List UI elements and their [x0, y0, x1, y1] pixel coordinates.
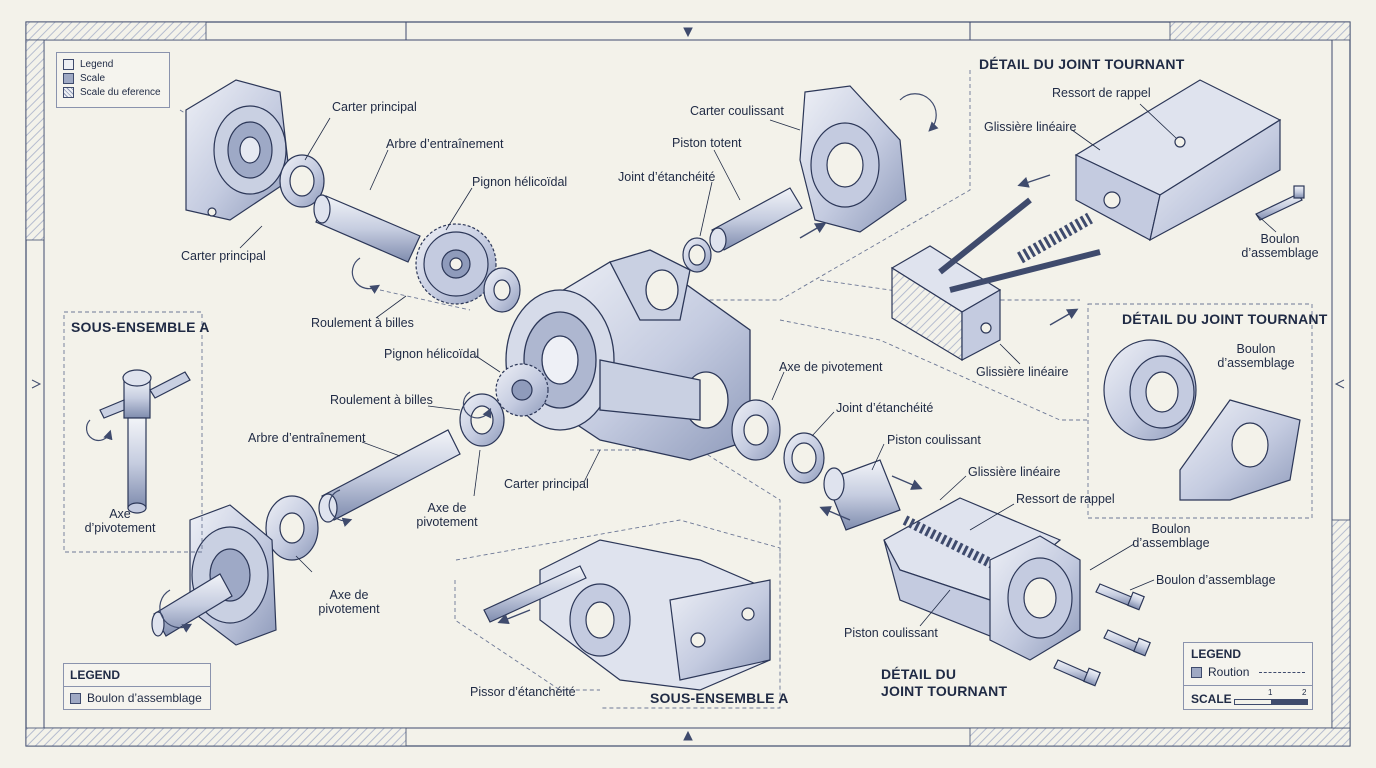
label-glissiere-lineaire: Glissière linéaire — [968, 465, 1061, 479]
label-boulon-assemblage: Boulon d’assemblage — [1241, 232, 1319, 260]
label-pignon-helicoidal: Pignon hélicoïdal — [472, 175, 568, 189]
title-sous-ensemble: SOUS-ENSEMBLE A — [71, 319, 210, 335]
label-glissiere-lineaire: Glissière linéaire — [976, 365, 1069, 379]
roulement-lower-part — [265, 495, 319, 561]
roulement-mid-part — [459, 393, 505, 447]
label-axe-pivotement: Axe de pivotement — [318, 588, 380, 616]
label-arbre-entrainement: Arbre d’entraînement — [248, 431, 366, 445]
roulement-washer-part — [483, 267, 521, 313]
title-sous-ensemble: SOUS-ENSEMBLE A — [650, 690, 789, 706]
label-ressort-rappel: Ressort de rappel — [1016, 492, 1115, 506]
label-ressort-rappel: Ressort de rappel — [1052, 86, 1151, 100]
arbre-top-part — [313, 194, 421, 263]
label-joint-etancheite: Joint d’étanchéité — [618, 170, 716, 184]
pignon-mid-part — [495, 363, 549, 417]
legend-top-item: Legend — [63, 57, 163, 71]
detail-joint-bottom-part — [883, 497, 1081, 661]
legend-top: Legend Scale Scale du eference — [56, 52, 170, 108]
label-boulon-assemblage: Boulon d’assemblage — [1217, 342, 1295, 370]
detail-joint-right-part — [1103, 339, 1301, 501]
detail-boxes — [63, 303, 1313, 709]
legend-top-label: Legend — [80, 58, 114, 70]
label-pissor-etancheite: Pissor d’étanchéité — [470, 685, 576, 699]
title-detail-joint: JOINT TOURNANT — [881, 683, 1008, 699]
scale-tick: 2 — [1302, 688, 1307, 697]
legend-title: LEGEND — [64, 664, 210, 687]
legend-swatch-icon — [70, 692, 81, 704]
legend-item-label: Boulon d’assemblage — [87, 691, 202, 705]
label-arbre-entrainement: Arbre d’entraînement — [386, 137, 504, 151]
flange-lower-part — [151, 504, 277, 646]
scale-label: SCALE — [1191, 692, 1232, 706]
label-piston-coulissant: Piston coulissant — [887, 433, 981, 447]
legend-item-label: Roution — [1208, 665, 1250, 679]
rotation-arrows — [86, 93, 939, 633]
legend-swatch-icon — [63, 86, 74, 98]
title-detail-joint: DÉTAIL DU — [881, 666, 957, 682]
piston-totent-part — [709, 187, 803, 253]
label-axe-pivotement: Axe de pivotement — [416, 501, 478, 529]
scale-line — [1234, 699, 1308, 705]
legend-item: Boulon d’assemblage — [64, 687, 210, 709]
legend-item: Roution — [1184, 663, 1312, 681]
label-carter-principal: Carter principal — [332, 100, 417, 114]
label-pignon-helicoidal: Pignon hélicoïdal — [384, 347, 480, 361]
label-carter-principal: Carter principal — [181, 249, 266, 263]
scale-bar: SCALE 1 2 — [1184, 685, 1312, 710]
legend-swatch-icon — [63, 58, 74, 70]
legend-top-item: Scale — [63, 71, 163, 85]
pignon-top-part — [415, 223, 497, 305]
label-boulon-assemblage: Boulon d’assemblage — [1132, 522, 1210, 550]
joint-top-part — [682, 237, 712, 273]
legend-swatch-icon — [1191, 666, 1202, 678]
label-carter-coulissant: Carter coulissant — [690, 104, 784, 118]
legend-top-label: Scale — [80, 72, 106, 84]
legend-bottom-left: LEGEND Boulon d’assemblage — [63, 663, 211, 710]
glissiere-top-right-part — [1074, 79, 1282, 242]
legend-bottom-right: LEGEND Roution SCALE 1 2 — [1183, 642, 1313, 710]
label-glissiere-lineaire: Glissière linéaire — [984, 120, 1077, 134]
label-piston-coulissant: Piston coulissant — [844, 626, 938, 640]
label-carter-principal: Carter principal — [504, 477, 589, 491]
sheet-frame — [25, 21, 1351, 747]
carter-principal-top-part — [185, 79, 291, 221]
piston-coulissant-part — [823, 459, 901, 531]
title-detail-joint: DÉTAIL DU JOINT TOURNANT — [979, 56, 1185, 72]
scale-tick: 1 — [1268, 688, 1273, 697]
label-boulon-assemblage: Boulon d’assemblage — [1156, 573, 1276, 587]
carter-principal-center-part — [505, 249, 751, 461]
label-piston-totent: Piston totent — [672, 136, 742, 150]
sous-ensemble-a-part — [99, 369, 191, 514]
bearing-mid-right-part — [731, 399, 825, 484]
sous-ensemble-bottom-part — [483, 539, 771, 691]
legend-dash — [1259, 671, 1305, 673]
legend-top-label: Scale du eference — [80, 86, 161, 98]
legend-top-item: Scale du eference — [63, 85, 163, 99]
title-detail-joint: DÉTAIL DU JOINT TOURNANT — [1122, 311, 1328, 327]
roulement-top-part — [279, 154, 325, 208]
label-roulement-billes: Roulement à billes — [330, 393, 433, 407]
leader-lines — [239, 103, 1277, 627]
label-joint-etancheite: Joint d’étanchéité — [836, 401, 934, 415]
glissiere-lower-right-part — [890, 197, 1101, 362]
label-axe-pivotement: Axe de pivotement — [779, 360, 883, 374]
label-roulement-billes: Roulement à billes — [311, 316, 414, 330]
legend-swatch-icon — [63, 72, 74, 84]
label-axe-pivotement: Axe d’pivotement — [84, 507, 156, 535]
carter-coulissant-part — [799, 85, 907, 233]
legend-title: LEGEND — [1191, 647, 1242, 661]
direction-arrows — [497, 174, 1079, 625]
boulons-part — [1053, 185, 1305, 687]
